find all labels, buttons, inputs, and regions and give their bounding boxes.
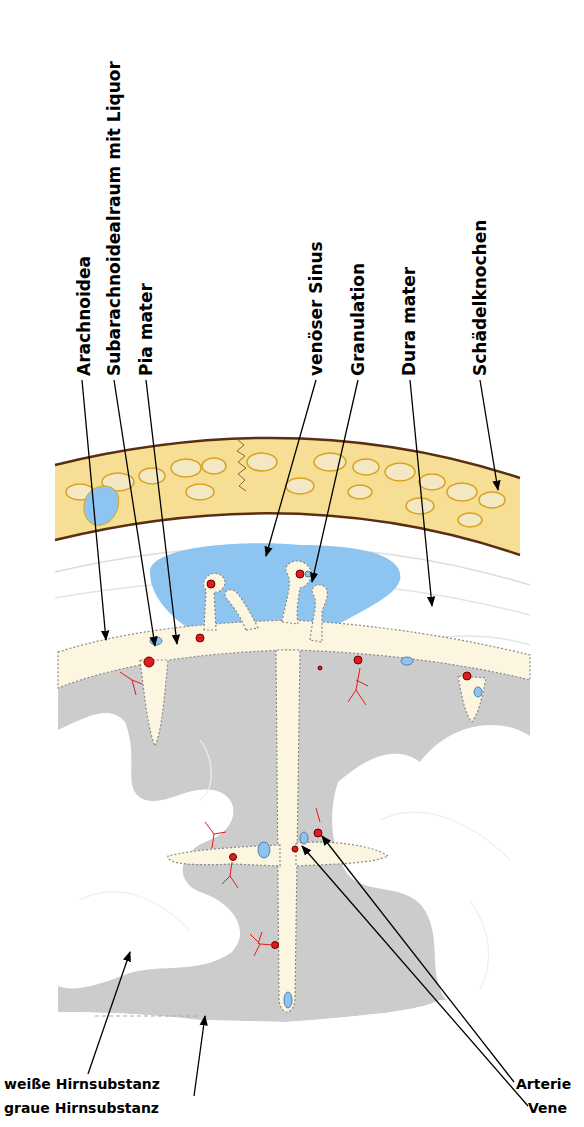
bone-trabecula (171, 459, 201, 477)
fibre-line (200, 740, 211, 800)
bone-trabecula (385, 463, 415, 481)
vein (474, 687, 482, 697)
fibre-line (470, 900, 489, 990)
arteriole (222, 862, 238, 888)
bone-trabecula (139, 468, 165, 484)
part-label: Arterie (516, 1074, 571, 1094)
sulcus (140, 660, 168, 746)
leader-line (88, 952, 130, 1074)
fibre-line (80, 892, 190, 930)
bone-trabecula (202, 458, 226, 474)
vein (401, 657, 413, 665)
arteriole (250, 932, 274, 956)
leader-line (82, 380, 106, 640)
arteriole (120, 672, 142, 695)
leader-line (266, 380, 316, 556)
artery (314, 829, 322, 837)
part-label: Pia mater (136, 283, 156, 376)
artery (292, 846, 298, 852)
artery (463, 672, 471, 680)
bone-trabecula (479, 492, 505, 508)
fibre-line (380, 812, 510, 860)
granulation (225, 590, 258, 630)
part-label: Schädelknochen (470, 220, 490, 376)
bone-trabecula (247, 453, 277, 471)
part-label: Vene (528, 1098, 567, 1118)
part-label: venöser Sinus (306, 241, 326, 376)
vein (300, 832, 308, 844)
leader-line (146, 380, 177, 644)
veins (150, 571, 482, 1008)
bone-trabecula (353, 459, 379, 475)
skull-suture (237, 440, 246, 491)
part-label: Granulation (348, 263, 368, 376)
artery (230, 854, 237, 861)
artery (354, 656, 362, 664)
granulation (204, 573, 225, 630)
part-label: Arachnoidea (74, 256, 94, 376)
leader-line (410, 380, 432, 606)
artery (144, 657, 154, 667)
dashed-line (95, 1016, 200, 1017)
fissure (276, 650, 300, 1012)
bone-trabecula (186, 484, 214, 500)
leader-line (322, 836, 514, 1082)
part-label: graue Hirnsubstanz (4, 1098, 159, 1118)
leader-line (312, 380, 358, 582)
bone-trabecula (286, 478, 314, 494)
sulcus (458, 676, 486, 722)
leader-line (194, 1016, 205, 1096)
leader-line (480, 380, 498, 490)
artery (296, 570, 304, 578)
part-label: weiße Hirnsubstanz (4, 1074, 160, 1094)
part-label: Dura mater (399, 267, 419, 376)
vein (258, 842, 270, 858)
bone-trabecula (419, 474, 445, 490)
bone-trabecula (447, 483, 477, 501)
leader-lines (82, 380, 528, 1106)
bone-trabeculae (66, 453, 505, 527)
part-label: Subarachnoidealraum mit Liquor (104, 61, 124, 376)
vein (284, 992, 292, 1008)
arteries (144, 570, 471, 949)
vein (150, 637, 162, 645)
artery (207, 580, 215, 588)
granulation (310, 585, 327, 642)
arteriole (348, 668, 368, 705)
skull-bone (55, 438, 520, 555)
bone-trabecula (406, 498, 434, 514)
bone-trabecula (458, 513, 482, 527)
diploe-vein (84, 486, 119, 525)
vein (305, 571, 311, 577)
leader-line (302, 846, 528, 1106)
arteriole (316, 808, 320, 822)
bone-trabecula (348, 485, 372, 499)
skull-outer-edge (55, 438, 520, 478)
arterioles (120, 668, 368, 956)
subarachnoid-space (58, 561, 530, 1012)
leader-line (114, 380, 155, 646)
artery (318, 666, 322, 670)
arteriole (205, 822, 226, 848)
grey-matter (58, 646, 530, 1022)
granulation (282, 561, 311, 624)
artery (196, 634, 204, 642)
